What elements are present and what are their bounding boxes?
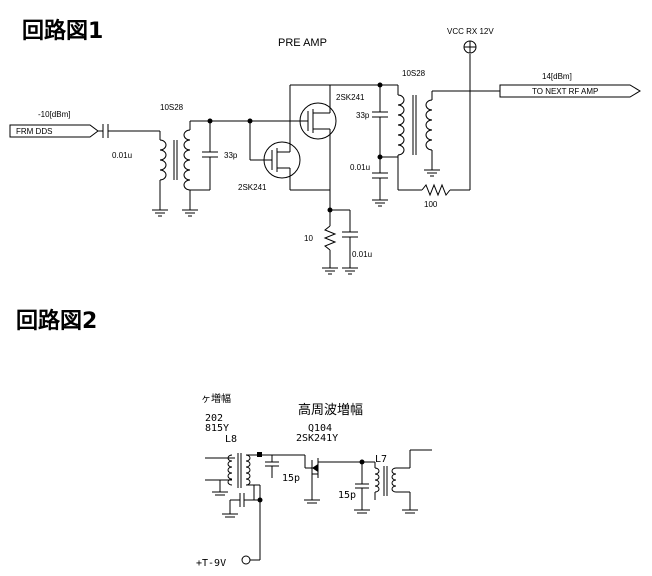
bypass-cap-label: 0.01u xyxy=(350,163,370,172)
stage-prev-label: ヶ増幅 xyxy=(201,392,231,405)
coil-l7-label: L7 xyxy=(375,454,387,465)
part-fet-label: 2SK241Y xyxy=(296,433,338,444)
fet-1-label: 2SK241 xyxy=(336,93,365,102)
ground-symbol xyxy=(152,209,168,217)
supply-label: +T-9V xyxy=(196,558,226,569)
l7-transformer xyxy=(374,449,432,514)
output-port-label: TO NEXT RF AMP xyxy=(532,87,598,96)
source-bypass-capacitor xyxy=(342,210,358,275)
coil-l8-label: L8 xyxy=(225,434,237,445)
input-port: FRM DDS xyxy=(9,124,99,138)
coil-label-1: 10S28 xyxy=(160,103,184,112)
stage-rf-label: 高周波増幅 xyxy=(298,402,363,417)
cap-2-label: 15p xyxy=(338,490,356,501)
feed-resistor xyxy=(421,183,451,197)
vcc-label: VCC RX 12V xyxy=(447,27,494,36)
circuit2-heading: 回路図2 xyxy=(16,308,97,334)
tuning-cap-2-label: 33p xyxy=(356,111,370,120)
source-resistor-label: 10 xyxy=(304,234,313,243)
supply-terminal xyxy=(241,555,251,565)
bypass-capacitor xyxy=(372,157,388,207)
vcc-terminal xyxy=(463,40,477,54)
bypass-capacitor-2 xyxy=(222,493,250,518)
input-transformer xyxy=(159,129,191,210)
cap-in-label: 0.01u xyxy=(112,151,132,160)
source-resistor xyxy=(322,210,338,275)
source-bypass-label: 0.01u xyxy=(352,250,372,259)
input-coupling-capacitor xyxy=(102,124,109,138)
fet-q104 xyxy=(304,458,330,504)
tuning-cap-1-label: 33p xyxy=(224,151,238,160)
fet-2 xyxy=(263,141,301,190)
output-level-label: 14[dBm] xyxy=(542,72,572,81)
ground-symbol xyxy=(182,209,198,217)
capacitor-15p-2 xyxy=(354,462,370,514)
fet-2-label: 2SK241 xyxy=(238,183,267,192)
l8-transformer xyxy=(205,453,251,496)
output-port: TO NEXT RF AMP xyxy=(499,84,641,98)
output-transformer xyxy=(397,85,440,177)
cap-1-label: 15p xyxy=(282,473,300,484)
tuning-capacitor-2 xyxy=(372,85,388,157)
circuit1-title: PRE AMP xyxy=(278,37,327,49)
capacitor-15p-1 xyxy=(265,461,279,478)
input-level-label: -10[dBm] xyxy=(38,110,70,119)
coil-label-2: 10S28 xyxy=(402,69,426,78)
part-815y-label: 815Y xyxy=(205,423,229,434)
feed-resistor-label: 100 xyxy=(424,200,438,209)
circuit1-heading: 回路図1 xyxy=(22,18,103,44)
tuning-capacitor-1 xyxy=(190,121,218,191)
part-202-label: 202 xyxy=(205,413,223,424)
part-q104-label: Q104 xyxy=(308,423,332,434)
input-port-label: FRM DDS xyxy=(16,127,52,136)
fet-1 xyxy=(299,102,337,140)
